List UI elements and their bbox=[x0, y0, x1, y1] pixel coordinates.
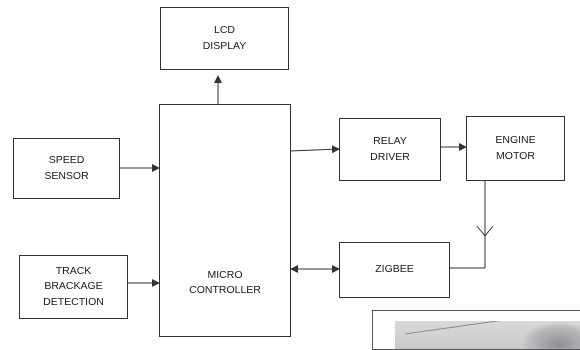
relay-label-line2: DRIVER bbox=[370, 150, 410, 165]
photo-image bbox=[395, 321, 580, 349]
speed-label-line1: SPEED bbox=[49, 153, 85, 168]
speed-sensor-block: SPEED SENSOR bbox=[13, 138, 120, 199]
engine-label-line1: ENGINE bbox=[495, 133, 535, 148]
track-brackage-detection-block: TRACK BRACKAGE DETECTION bbox=[19, 255, 128, 319]
zigbee-block: ZIGBEE bbox=[339, 242, 450, 298]
engine-label-line2: MOTOR bbox=[496, 149, 535, 164]
arrow-micro-to-relay bbox=[290, 149, 339, 151]
zigbee-label: ZIGBEE bbox=[375, 262, 414, 277]
track-label-line1: TRACK bbox=[56, 264, 92, 279]
relay-label-line1: RELAY bbox=[373, 134, 407, 149]
micro-label-line2: CONTROLLER bbox=[189, 283, 261, 298]
speed-label-line2: SENSOR bbox=[44, 169, 88, 184]
engine-motor-block: ENGINE MOTOR bbox=[466, 116, 565, 181]
photo-wire bbox=[406, 321, 525, 334]
relay-driver-block: RELAY DRIVER bbox=[339, 118, 441, 181]
photo-thumbnail bbox=[372, 310, 580, 350]
photo-tree bbox=[523, 323, 580, 349]
micro-controller-block: MICRO CONTROLLER bbox=[159, 104, 291, 337]
lcd-label-line1: LCD bbox=[214, 23, 235, 38]
lcd-display-block: LCD DISPLAY bbox=[160, 7, 289, 70]
micro-label-line1: MICRO bbox=[208, 268, 243, 283]
track-label-line3: DETECTION bbox=[43, 295, 104, 310]
track-label-line2: BRACKAGE bbox=[44, 279, 102, 294]
lcd-label-line2: DISPLAY bbox=[203, 39, 247, 54]
